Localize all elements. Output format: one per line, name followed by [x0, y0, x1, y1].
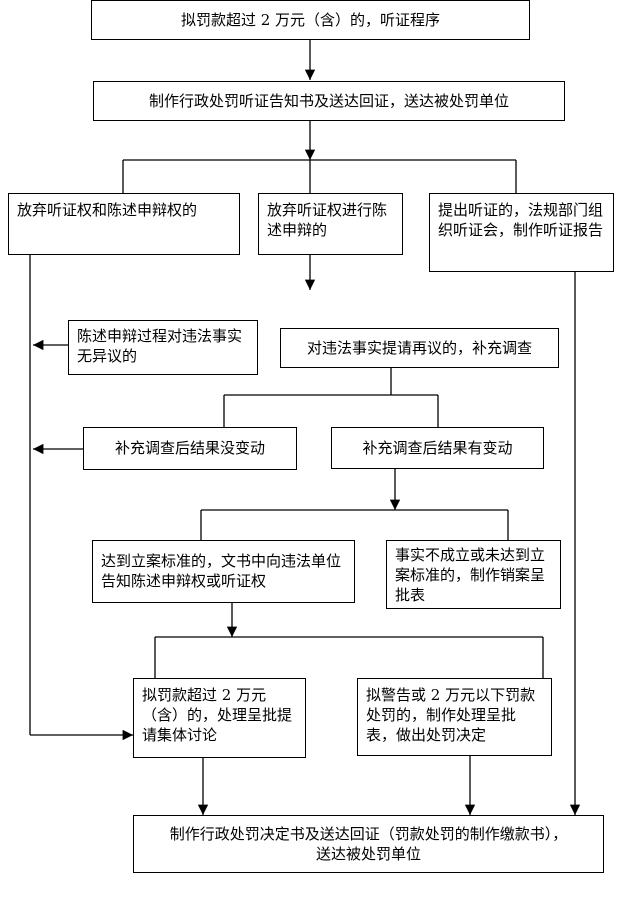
node-supplementary-investigation: 对违法事实提请再议的，补充调查: [280, 328, 559, 368]
node-no-objection: 陈述申辩过程对违法事实无异议的: [68, 320, 258, 375]
node-waive-hearing-defend: 放弃听证权进行陈述申辩的: [258, 193, 403, 255]
node-decision-document: 制作行政处罚决定书及送达回证（罚款处罚的制作缴款书），送达被处罚单位: [133, 815, 604, 873]
node-hearing-notice: 制作行政处罚听证告知书及送达回证，送达被处罚单位: [93, 81, 565, 121]
node-result-changed: 补充调查后结果有变动: [331, 427, 544, 469]
node-penalty-decision: 拟警告或 2 万元以下罚款处罚的，制作处理呈批表，做出处罚决定: [357, 678, 552, 756]
node-request-hearing: 提出听证的，法规部门组织听证会，制作听证报告: [429, 193, 614, 272]
node-collective-discussion: 拟罚款超过 2 万元（含）的，处理呈批提请集体讨论: [133, 678, 306, 758]
node-hearing-procedure: 拟罚款超过 2 万元（含）的，听证程序: [91, 0, 530, 40]
node-meets-standard: 达到立案标准的，文书中向违法单位告知陈述申辩权或听证权: [92, 540, 355, 603]
node-case-cancelled: 事实不成立或未达到立案标准的，制作销案呈批表: [386, 540, 561, 609]
node-waive-rights: 放弃听证权和陈述申辩权的: [8, 193, 240, 255]
node-result-unchanged: 补充调查后结果没变动: [83, 427, 297, 470]
